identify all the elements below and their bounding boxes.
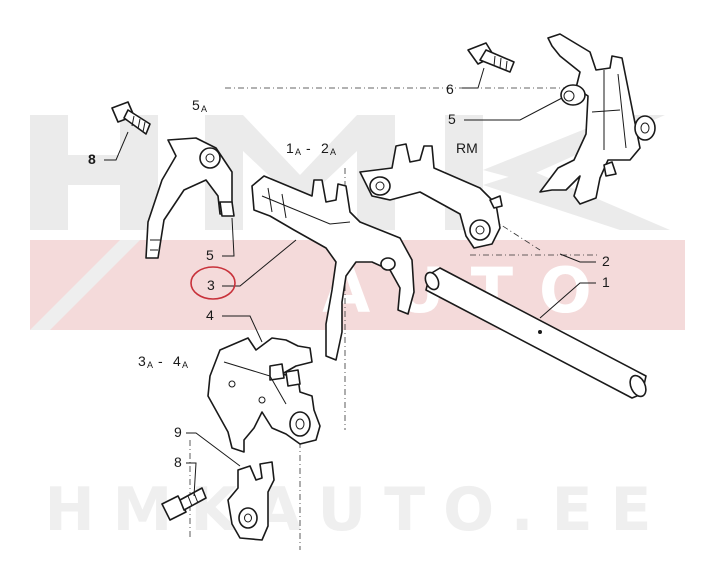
- part-bracket-9: [227, 461, 275, 541]
- callout-8-top: 8: [88, 151, 96, 167]
- g12-a: 1: [286, 140, 294, 156]
- part-bolt-8-top: [111, 101, 151, 135]
- g12-a-sub: A: [295, 147, 301, 157]
- g12-b-sub: A: [330, 147, 336, 157]
- part-fork-4: [207, 337, 321, 453]
- label-5a: 5 A: [192, 97, 207, 114]
- callout-9: 9: [174, 424, 182, 440]
- part-rm-selector: [359, 143, 503, 249]
- label-5a-sub: A: [201, 104, 207, 114]
- g12-b: 2: [321, 140, 329, 156]
- callout-8-bottom: 8: [174, 454, 182, 470]
- watermark: AUTO HMKAUTO.EE: [30, 115, 685, 545]
- callout-3: 3: [207, 277, 215, 293]
- g34-sep: -: [158, 353, 163, 369]
- part-bracket-6: [539, 33, 656, 205]
- g34-b-sub: A: [182, 360, 188, 370]
- watermark-bottom-text: HMKAUTO.EE: [44, 475, 669, 545]
- g34-a-sub: A: [147, 360, 153, 370]
- label-rm: RM: [456, 140, 478, 156]
- label-5a-number: 5: [192, 97, 200, 113]
- part-bolt-7: [467, 42, 515, 73]
- callouts: 6 5 8 5 3 4 2 1 9 8 5 A 1 A - 2 A RM 3 A…: [88, 81, 610, 470]
- label-3a-4a: 3 A - 4 A: [138, 353, 188, 370]
- g34-a: 3: [138, 353, 146, 369]
- callout-4: 4: [206, 307, 214, 323]
- callout-7: 6: [446, 81, 454, 97]
- label-1a-2a: 1 A - 2 A: [286, 140, 336, 157]
- part-fork-3: [251, 175, 415, 361]
- part-fork-5a: [145, 137, 235, 259]
- part-bolt-8-bottom: [161, 487, 207, 521]
- part-shaft-1: [424, 267, 647, 399]
- callout-6: 5: [448, 111, 456, 127]
- g12-sep: -: [306, 140, 311, 156]
- callout-2: 2: [602, 253, 610, 269]
- highlight-circle: [190, 266, 236, 300]
- callout-5: 5: [206, 247, 214, 263]
- callout-1: 1: [602, 274, 610, 290]
- g34-b: 4: [173, 353, 181, 369]
- leader-lines: [104, 67, 596, 497]
